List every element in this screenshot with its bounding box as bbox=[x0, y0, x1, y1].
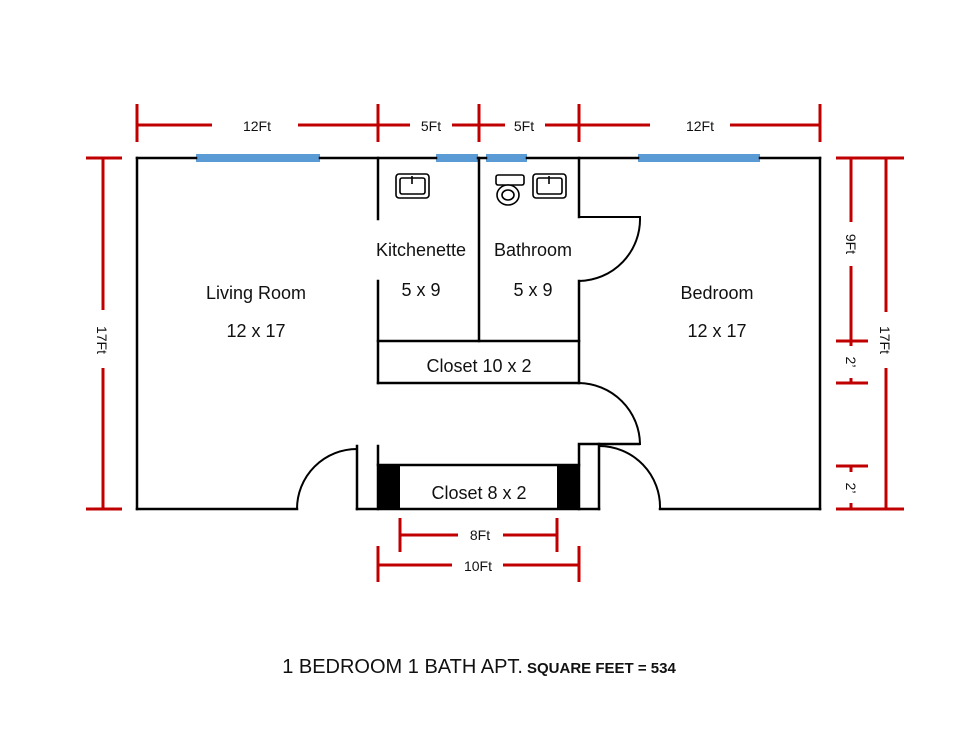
room-name-living: Living Room bbox=[206, 283, 306, 303]
caption-title: 1 BEDROOM 1 BATH APT. bbox=[282, 656, 523, 678]
dim-top-bedroom: 12Ft bbox=[686, 118, 714, 134]
dim-right-height: 17Ft bbox=[877, 326, 893, 354]
dim-bottom-closet-10: 10Ft bbox=[464, 558, 492, 574]
closet-upper-label: Closet 10 x 2 bbox=[426, 356, 531, 376]
door-entry-right bbox=[598, 445, 662, 510]
door-entry-left bbox=[296, 447, 358, 510]
dim-top-bathroom: 5Ft bbox=[514, 118, 534, 134]
room-size-bathroom: 5 x 9 bbox=[513, 280, 552, 300]
room-name-bathroom: Bathroom bbox=[494, 240, 572, 260]
sink-icon bbox=[395, 173, 430, 199]
room-name-bedroom: Bedroom bbox=[680, 283, 753, 303]
closet-lower-label: Closet 8 x 2 bbox=[431, 483, 526, 503]
closet-end-block-left bbox=[378, 465, 400, 509]
doors bbox=[296, 216, 662, 510]
dim-top-living: 12Ft bbox=[243, 118, 271, 134]
dim-right-closet: 2’ bbox=[843, 357, 859, 368]
closet-end-block-right bbox=[557, 465, 579, 509]
room-size-bedroom: 12 x 17 bbox=[687, 321, 746, 341]
toilet-icon bbox=[495, 174, 525, 206]
dim-left-height: 17Ft bbox=[94, 326, 110, 354]
door-hall-closet bbox=[578, 382, 642, 445]
caption-square-feet: SQUARE FEET = 534 bbox=[527, 660, 676, 677]
plan-caption: 1 BEDROOM 1 BATH APT.SQUARE FEET = 534 bbox=[0, 656, 958, 679]
room-name-kitchenette: Kitchenette bbox=[376, 240, 466, 260]
dim-bottom-closet-8: 8Ft bbox=[470, 527, 490, 543]
dim-right-bedroom-upper: 9Ft bbox=[843, 234, 859, 254]
dim-right-bottom: 2’ bbox=[843, 483, 859, 494]
sink-icon bbox=[532, 173, 567, 199]
dim-top-kitchenette: 5Ft bbox=[421, 118, 441, 134]
dimension-lines bbox=[86, 104, 904, 582]
room-size-living: 12 x 17 bbox=[226, 321, 285, 341]
room-size-kitchenette: 5 x 9 bbox=[401, 280, 440, 300]
door-bathroom bbox=[578, 216, 642, 282]
